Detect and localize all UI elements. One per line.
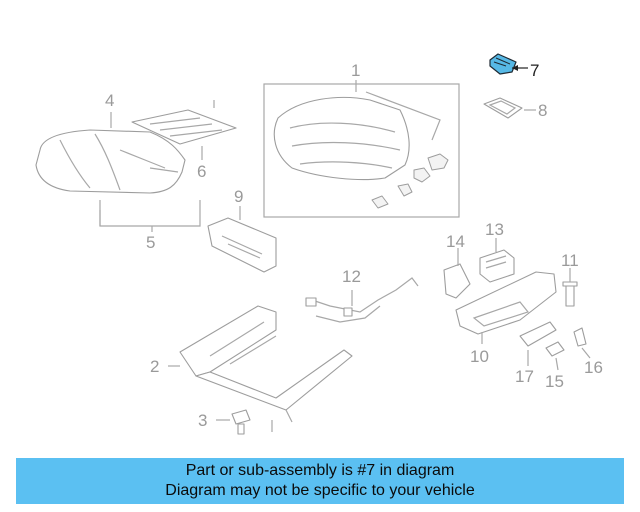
part-4-seat-cushion [35,129,186,194]
callout-15: 15 [545,372,564,391]
callout-16: 16 [584,358,603,377]
callout-7: 7 [530,61,539,80]
part-1-seat-frame [263,80,460,218]
callout-11: 11 [561,251,579,270]
callout-17: 17 [515,367,534,386]
part-8-cover [483,97,536,119]
banner-line-1: Part or sub-assembly is #7 in diagram [185,462,455,479]
callout-14: 14 [446,232,465,251]
part-3-bolt [216,409,251,435]
part-12-harness [305,277,419,323]
part-10-side-cover [455,271,557,344]
part-6-cushion-pad [131,100,237,145]
callout-13: 13 [485,220,504,239]
banner-line-2: Diagram may not be specific to your vehi… [165,482,475,499]
part-13-module [479,238,515,283]
callout-5: 5 [146,233,155,252]
part-7-highlighted-part [489,53,528,75]
parts-diagram: 1 4 6 5 9 7 8 13 14 11 12 2 10 17 15 16 … [35,53,603,435]
callout-3: 3 [198,411,207,430]
callout-4: 4 [105,91,114,110]
part-15-cap [545,341,565,371]
part-9-handle [207,206,277,273]
part-2-seat-track [168,305,353,432]
part-11-bolt [562,268,578,307]
callout-2: 2 [150,357,159,376]
callout-9: 9 [234,187,243,206]
bracket-5 [99,200,201,227]
part-17-knob [519,321,557,366]
callout-6: 6 [197,162,206,181]
callout-10: 10 [470,347,489,366]
callout-8: 8 [538,101,547,120]
callout-1: 1 [351,61,360,80]
part-16-clip [573,327,591,359]
info-banner: Part or sub-assembly is #7 in diagram Di… [16,458,624,504]
callout-12: 12 [342,267,361,286]
part-14-bracket [443,248,471,299]
